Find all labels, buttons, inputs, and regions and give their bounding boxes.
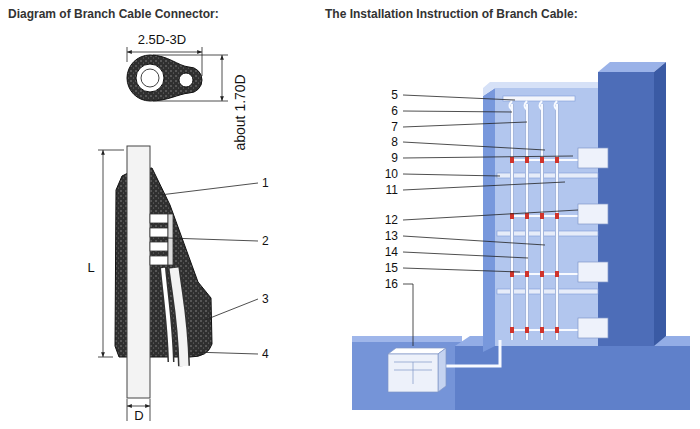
leader-line bbox=[403, 111, 512, 112]
hole-ring bbox=[141, 69, 159, 87]
leader-line bbox=[403, 236, 545, 245]
callout-number: 4 bbox=[262, 347, 269, 361]
left-leaders bbox=[160, 183, 258, 354]
leader-line bbox=[403, 174, 500, 176]
callout-number: 9 bbox=[391, 151, 398, 165]
extension-line bbox=[202, 47, 203, 76]
base-front bbox=[455, 346, 690, 410]
ground-step-top bbox=[352, 336, 462, 342]
connector-side-view bbox=[115, 146, 212, 398]
distribution-box bbox=[578, 148, 608, 168]
callout-number: 2 bbox=[262, 234, 269, 248]
dimension-line bbox=[127, 406, 150, 407]
branch-cable-outline bbox=[174, 268, 184, 366]
feeder-cable bbox=[446, 340, 500, 366]
callout-number: 14 bbox=[385, 245, 398, 259]
callout-number: 12 bbox=[385, 213, 398, 227]
leader-line bbox=[160, 183, 258, 195]
callout-number: 10 bbox=[385, 167, 398, 181]
extension-line bbox=[150, 399, 151, 421]
cable-outline bbox=[512, 104, 557, 340]
switchbox-detail bbox=[394, 362, 432, 384]
tooth-strip bbox=[168, 214, 173, 265]
dimension-label: D bbox=[134, 408, 143, 424]
switchbox-top bbox=[388, 348, 446, 354]
extension-line bbox=[153, 55, 228, 56]
distribution-box bbox=[578, 204, 608, 224]
branch-conductor-outline bbox=[163, 268, 171, 362]
extension-line bbox=[98, 357, 113, 358]
main-cables bbox=[503, 96, 578, 340]
callout-number: 3 bbox=[262, 292, 269, 306]
width-dimension bbox=[127, 47, 202, 76]
piercing-tooth bbox=[150, 228, 168, 237]
leader-line bbox=[403, 284, 413, 346]
branch-conductor bbox=[163, 268, 171, 362]
dimension-label: about 1.70D bbox=[232, 74, 249, 150]
dimension-line bbox=[222, 55, 223, 101]
callout-number: 1 bbox=[262, 176, 269, 190]
callout-number: 8 bbox=[391, 135, 398, 149]
callout-number: 11 bbox=[386, 183, 398, 197]
column-side bbox=[654, 62, 666, 346]
shaft-left-wall bbox=[483, 88, 495, 352]
leader-line bbox=[403, 210, 578, 220]
connector-top-view bbox=[127, 55, 202, 101]
section-heading: Diagram of Branch Cable Connector: bbox=[8, 7, 219, 21]
leader-line bbox=[403, 252, 528, 258]
distribution-box bbox=[578, 262, 608, 282]
dimension-label: 2.5D-3D bbox=[138, 32, 186, 48]
shaft-top bbox=[483, 82, 598, 96]
dimension-line bbox=[127, 52, 202, 53]
switchbox-side bbox=[438, 348, 446, 392]
extension-line bbox=[153, 101, 228, 102]
distribution-boxes bbox=[578, 148, 608, 338]
leader-line bbox=[192, 352, 258, 354]
ground-step bbox=[352, 342, 462, 410]
callout-number: 6 bbox=[391, 104, 398, 118]
hanger-hooks bbox=[510, 101, 558, 110]
callout-number: 7 bbox=[391, 120, 398, 134]
height-dimension bbox=[153, 55, 228, 101]
main-switchbox bbox=[388, 340, 500, 392]
main-cable bbox=[127, 146, 150, 398]
leader-line bbox=[168, 238, 258, 241]
leader-line bbox=[403, 122, 527, 127]
cable bbox=[512, 104, 557, 340]
callout-number: 13 bbox=[385, 229, 398, 243]
extension-line bbox=[98, 150, 124, 151]
branch-cable-hole bbox=[179, 73, 193, 87]
dimension-line bbox=[103, 150, 104, 357]
extension-line bbox=[127, 399, 128, 421]
callout-number: 5 bbox=[391, 88, 398, 102]
column-top bbox=[598, 62, 666, 72]
leader-line bbox=[205, 299, 258, 320]
leader-line bbox=[403, 268, 520, 272]
section-heading: The Installation Instruction of Branch C… bbox=[325, 7, 578, 21]
main-cable-hole bbox=[136, 64, 164, 92]
switchbox-front bbox=[388, 354, 438, 392]
building bbox=[352, 62, 690, 410]
connector-outline bbox=[127, 55, 202, 101]
branch-cable bbox=[174, 268, 184, 366]
leader-line bbox=[403, 182, 565, 190]
extension-line bbox=[127, 47, 128, 62]
callout-number: 16 bbox=[385, 277, 398, 291]
leader-line bbox=[403, 156, 573, 158]
distribution-box bbox=[578, 318, 608, 338]
leader-line bbox=[403, 142, 545, 150]
dimension-label: L bbox=[87, 260, 94, 276]
piercing-tooth bbox=[150, 256, 168, 265]
piercing-tooth bbox=[150, 242, 168, 251]
right-leaders bbox=[403, 95, 578, 346]
leader-line bbox=[403, 95, 515, 100]
length-dimension bbox=[98, 150, 124, 357]
callout-number: 15 bbox=[385, 261, 398, 275]
piercing-tooth bbox=[150, 214, 168, 223]
